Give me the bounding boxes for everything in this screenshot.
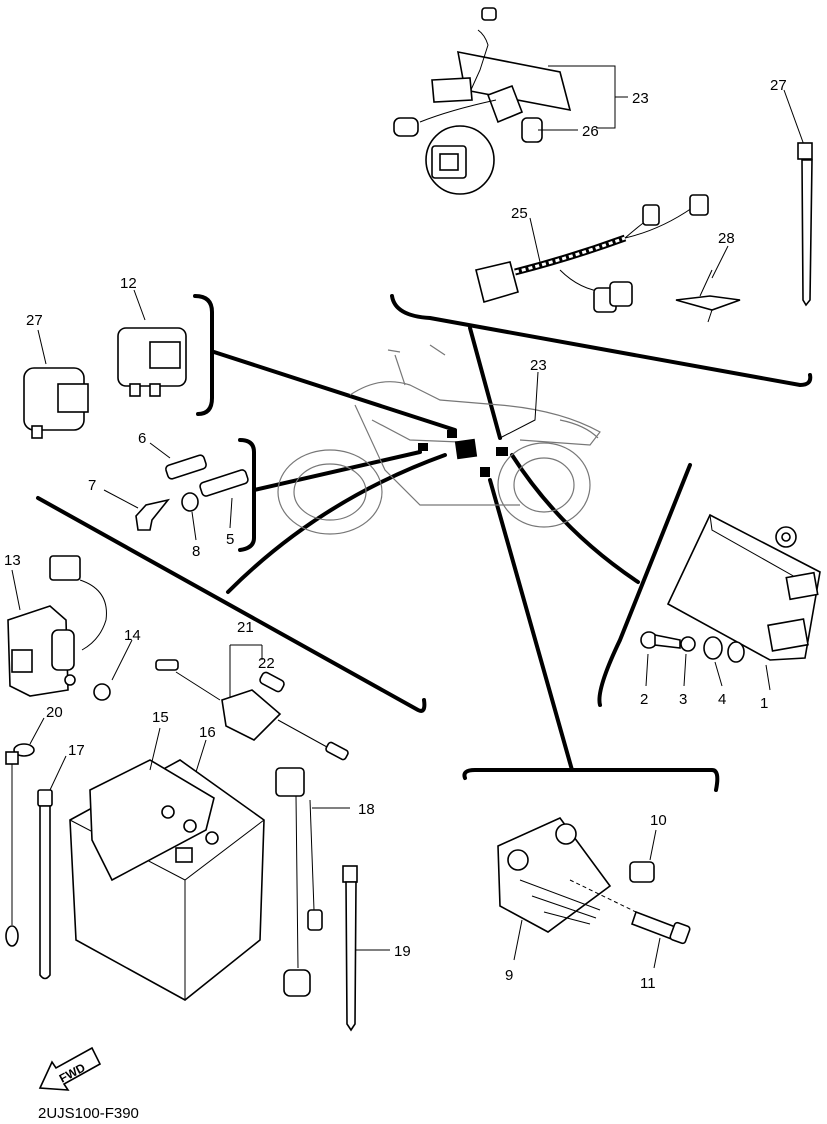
callout-label: 9: [505, 967, 513, 984]
callout-label: 20: [46, 704, 63, 721]
part-26-cable-tie: 27: [770, 77, 813, 307]
callout-label: 28: [718, 230, 735, 247]
part-14-cap: 14: [93, 627, 141, 701]
callout-label: 6: [138, 430, 146, 447]
part-8-washer: 8: [181, 492, 200, 560]
callout-label: 27: [26, 312, 43, 329]
callout-label: 16: [199, 724, 216, 741]
callout-label: 25: [511, 205, 528, 222]
callout-label: 5: [226, 531, 234, 548]
part-3-washer: 3: [679, 636, 696, 708]
part-23-harness-connector: [393, 7, 572, 195]
part-10-bolt: 10: [629, 812, 667, 883]
callout-label: 12: [120, 275, 137, 292]
callout-23-top: 23: [548, 65, 649, 129]
drawing-code: 2UJS100-F390: [38, 1105, 139, 1122]
callout-label: 10: [650, 812, 667, 829]
fwd-arrow: FWD: [38, 1046, 102, 1091]
part-17-hose: 17: [37, 742, 85, 980]
callout-label: 2: [640, 691, 648, 708]
part-4-washer: 4: [703, 636, 745, 708]
part-27-clamp: 28: [675, 230, 741, 323]
callout-label: 23: [632, 90, 649, 107]
group-brackets: [36, 294, 813, 792]
part-12-relay: 12: [117, 275, 187, 397]
callout-label: 21: [237, 619, 254, 636]
part-28-relay: 27: [23, 312, 89, 439]
callout-label: 17: [68, 742, 85, 759]
part-11-bolt: 11: [569, 879, 691, 992]
part-2-bolt: 2: [640, 631, 681, 708]
callout-label: 27: [770, 77, 787, 94]
callout-label: 14: [124, 627, 141, 644]
callout-label: 15: [152, 709, 169, 726]
part-19-cable-tie: 19: [342, 865, 411, 1032]
location-markers: [418, 430, 508, 477]
callout-label: 11: [640, 975, 656, 992]
part-13-starter-relay: 13: [4, 552, 107, 697]
callout-label: 26: [582, 123, 599, 140]
callout-label: 3: [679, 691, 687, 708]
callout-label: 1: [760, 695, 768, 712]
callout-label: 23: [530, 357, 547, 374]
part-25-wire-harness: 25: [475, 194, 709, 313]
callout-label: 8: [192, 543, 200, 560]
callout-label: 22: [258, 655, 275, 672]
callout-label: 7: [88, 477, 96, 494]
part-18-lead: 18: [275, 767, 375, 997]
part-9-rectifier: 9: [497, 817, 612, 984]
part-20-lead: 20: [5, 704, 63, 947]
callout-label: 4: [718, 691, 726, 708]
callout-label: 13: [4, 552, 21, 569]
callout-24: 26: [538, 123, 599, 140]
part-5-fuse-holder: 5: [199, 469, 249, 548]
part-16-battery: 15 16: [69, 709, 265, 1001]
part-7-bracket: 7: [88, 477, 171, 531]
motorcycle-outline: [277, 344, 601, 535]
part-6-fuse-holder: 6: [138, 430, 207, 480]
callout-label: 18: [358, 801, 375, 818]
callout-23-center: 23: [499, 357, 547, 439]
part-1-cdi-unit: 1: [666, 513, 821, 712]
part-21-fuse-lead: 21 22: [155, 619, 349, 761]
callout-label: 19: [394, 943, 411, 960]
